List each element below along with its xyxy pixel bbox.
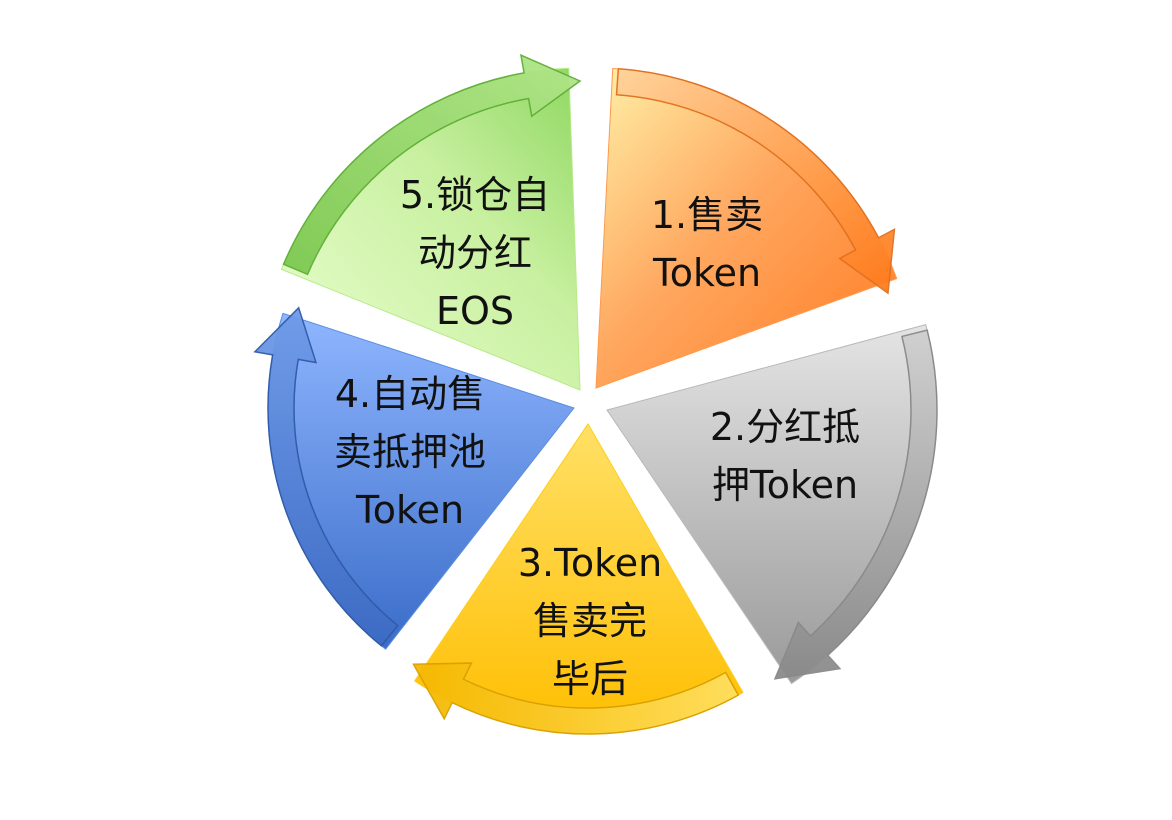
segment-4-line-1: 4.自动售: [334, 372, 486, 416]
segment-2-line-2: 押Token: [711, 463, 859, 507]
segment-1-label: 1.售卖 Token: [612, 186, 802, 302]
segment-5-lock-dividend-eos: [280, 53, 582, 391]
segment-3-line-3: 毕后: [551, 657, 628, 701]
segment-4-line-2: 卖抵押池: [333, 430, 486, 474]
segment-4-line-3: Token: [355, 488, 465, 532]
segment-5-line-1: 5.锁仓自: [399, 173, 551, 217]
segment-1-line-1: 1.售卖: [650, 193, 764, 237]
segment-5-line-3: EOS: [435, 289, 515, 333]
segment-4-auto-sell-pool-token: [253, 306, 575, 650]
segment-3-line-2: 售卖完: [532, 599, 647, 643]
segment-2-arrow-icon: [773, 329, 938, 680]
segment-5-label: 5.锁仓自 动分红 EOS: [385, 166, 565, 340]
segment-2-line-1: 2.分红抵: [709, 405, 861, 449]
segment-1-sell-token: [595, 67, 898, 389]
segment-1-line-2: Token: [652, 251, 762, 295]
segment-4-label: 4.自动售 卖抵押池 Token: [320, 365, 500, 539]
segment-5-arrow-icon: [282, 53, 582, 276]
segment-5-line-2: 动分红: [417, 231, 532, 275]
segment-3-line-1: 3.Token: [517, 541, 663, 585]
segment-3-label: 3.Token 售卖完 毕后: [500, 534, 680, 710]
segment-3-token-sold-out: [412, 423, 744, 735]
segment-4-arrow-icon: [253, 306, 399, 647]
segment-3-arrow-icon: [412, 662, 740, 735]
segment-2-dividend-stake-token: [606, 323, 938, 685]
segment-1-arrow-icon: [615, 67, 896, 295]
segment-2-label: 2.分红抵 押Token: [680, 398, 890, 514]
